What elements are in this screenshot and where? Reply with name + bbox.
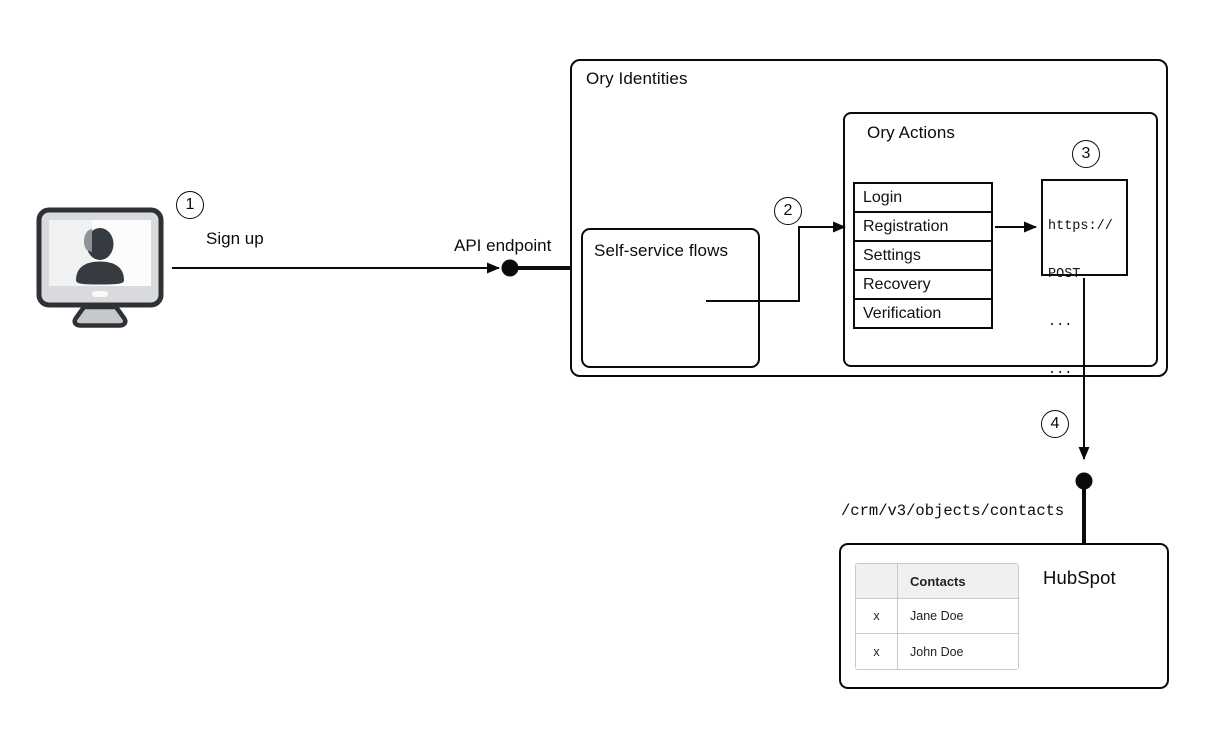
hubspot-title: HubSpot xyxy=(1043,567,1116,588)
flow-item-login: Login xyxy=(853,182,993,213)
code-line-ellipsis-1: ... xyxy=(1048,315,1073,330)
step-2-number: 2 xyxy=(783,202,793,219)
flow-list: Login Registration Settings Recovery Ver… xyxy=(853,182,993,329)
api-endpoint-label: API endpoint xyxy=(454,236,552,255)
contact-row-2-marker: x xyxy=(856,634,898,669)
ory-identities-title: Ory Identities xyxy=(586,69,688,88)
ory-identities-box xyxy=(570,59,1168,377)
step-4-number: 4 xyxy=(1050,415,1060,432)
step-3-number: 3 xyxy=(1081,145,1091,162)
step-3-badge: 3 xyxy=(1072,140,1100,168)
step-1-number: 1 xyxy=(185,196,195,213)
code-line-method: POST xyxy=(1048,267,1081,282)
contact-row-1-name: Jane Doe xyxy=(898,599,1018,634)
user-computer-icon xyxy=(36,207,164,328)
webhook-code-box: https:// POST ... ... xyxy=(1041,179,1128,378)
flow-item-registration: Registration xyxy=(853,211,993,242)
step-2-badge: 2 xyxy=(774,197,802,225)
hubspot-box xyxy=(839,543,1169,689)
ory-actions-box xyxy=(843,112,1158,367)
code-line-url: https:// xyxy=(1048,219,1113,234)
api-endpoint-dot xyxy=(501,259,519,277)
hubspot-endpoint-dot xyxy=(1075,472,1093,490)
contact-row-1-marker: x xyxy=(856,599,898,634)
contact-row-2-name: John Doe xyxy=(898,634,1018,669)
user-silhouette xyxy=(76,228,124,285)
ory-actions-title: Ory Actions xyxy=(867,123,956,142)
step-1-badge: 1 xyxy=(176,191,204,219)
contacts-table-header-empty xyxy=(856,564,898,599)
flow-item-verification: Verification xyxy=(853,298,993,329)
self-service-flows-box xyxy=(581,228,760,368)
crm-path-label: /crm/v3/objects/contacts xyxy=(841,502,1065,520)
code-line-ellipsis-2: ... xyxy=(1048,363,1073,378)
contacts-table-header-contacts: Contacts xyxy=(898,564,1018,599)
contacts-table: Contacts x Jane Doe x John Doe xyxy=(855,563,1019,670)
flow-item-recovery: Recovery xyxy=(853,269,993,300)
self-service-flows-title: Self-service flows xyxy=(594,241,729,260)
sign-up-label: Sign up xyxy=(206,229,264,248)
step-4-badge: 4 xyxy=(1041,410,1069,438)
flow-item-settings: Settings xyxy=(853,240,993,271)
